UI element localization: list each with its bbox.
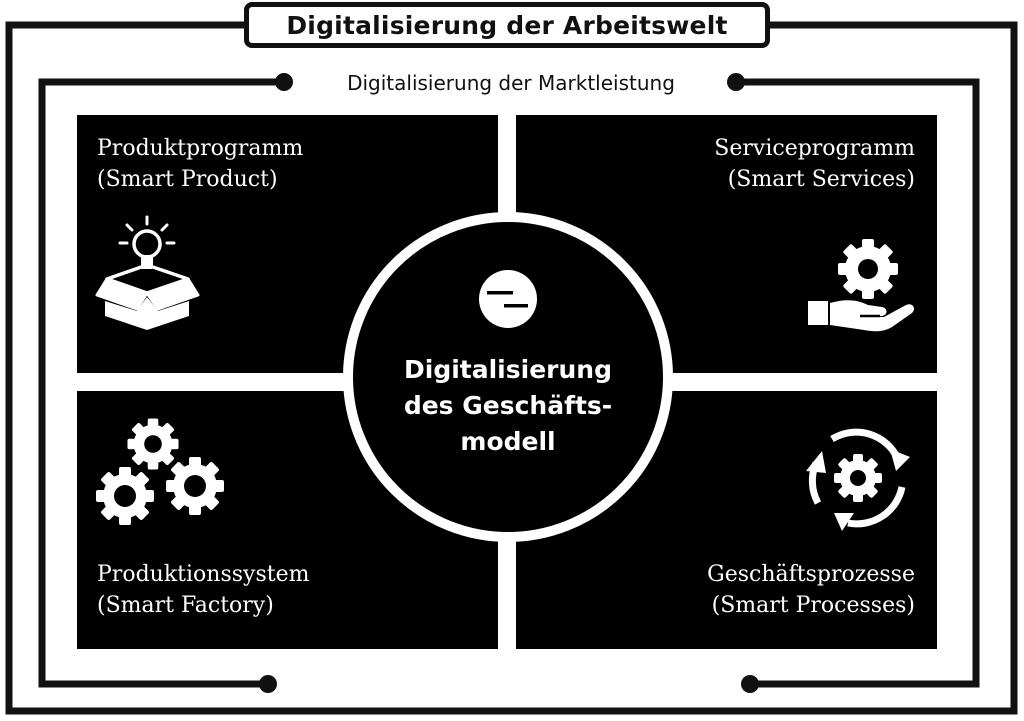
connector-dot bbox=[259, 675, 277, 693]
center-title-line: modell bbox=[460, 427, 556, 456]
quadrant-title: Serviceprogramm bbox=[714, 136, 915, 161]
page-title: Digitalisierung der Arbeitswelt bbox=[244, 2, 770, 48]
gears-icon bbox=[96, 418, 224, 525]
connector-dot bbox=[275, 73, 293, 91]
quadrant-business-processes: Geschäftsprozesse (Smart Processes) bbox=[516, 391, 937, 649]
quadrant-title: Produktionssystem bbox=[97, 562, 310, 587]
box-lightbulb-icon bbox=[95, 215, 200, 330]
subtitle: Digitalisierung der Marktleistung bbox=[296, 66, 726, 100]
quadrant-label: Geschäftsprozesse (Smart Processes) bbox=[707, 559, 915, 621]
connector-dot bbox=[741, 675, 759, 693]
quadrant-subtitle: (Smart Processes) bbox=[711, 593, 915, 618]
quadrant-label: Produktprogramm (Smart Product) bbox=[97, 133, 303, 195]
center-title: Digitalisierung des Geschäfts- modell bbox=[353, 352, 663, 460]
inner-frame-right bbox=[736, 78, 980, 688]
inner-frame-left bbox=[38, 78, 282, 688]
euro-coin-icon bbox=[479, 270, 537, 328]
hand-gear-icon bbox=[808, 239, 915, 332]
connector-dot bbox=[727, 73, 745, 91]
center-title-line: Digitalisierung bbox=[404, 355, 612, 384]
cycle-gear-icon bbox=[806, 428, 910, 531]
center-business-model: Digitalisierung des Geschäfts- modell bbox=[343, 212, 673, 542]
outer-frame bbox=[5, 21, 1018, 715]
center-title-line: des Geschäfts- bbox=[403, 391, 613, 420]
quadrant-subtitle: (Smart Services) bbox=[727, 167, 915, 192]
quadrant-title: Geschäftsprozesse bbox=[707, 562, 915, 587]
quadrant-label: Serviceprogramm (Smart Services) bbox=[714, 133, 915, 195]
quadrant-subtitle: (Smart Product) bbox=[97, 167, 278, 192]
quadrant-title: Produktprogramm bbox=[97, 136, 304, 161]
quadrant-label: Produktionssystem (Smart Factory) bbox=[97, 559, 309, 621]
quadrant-subtitle: (Smart Factory) bbox=[97, 593, 274, 618]
